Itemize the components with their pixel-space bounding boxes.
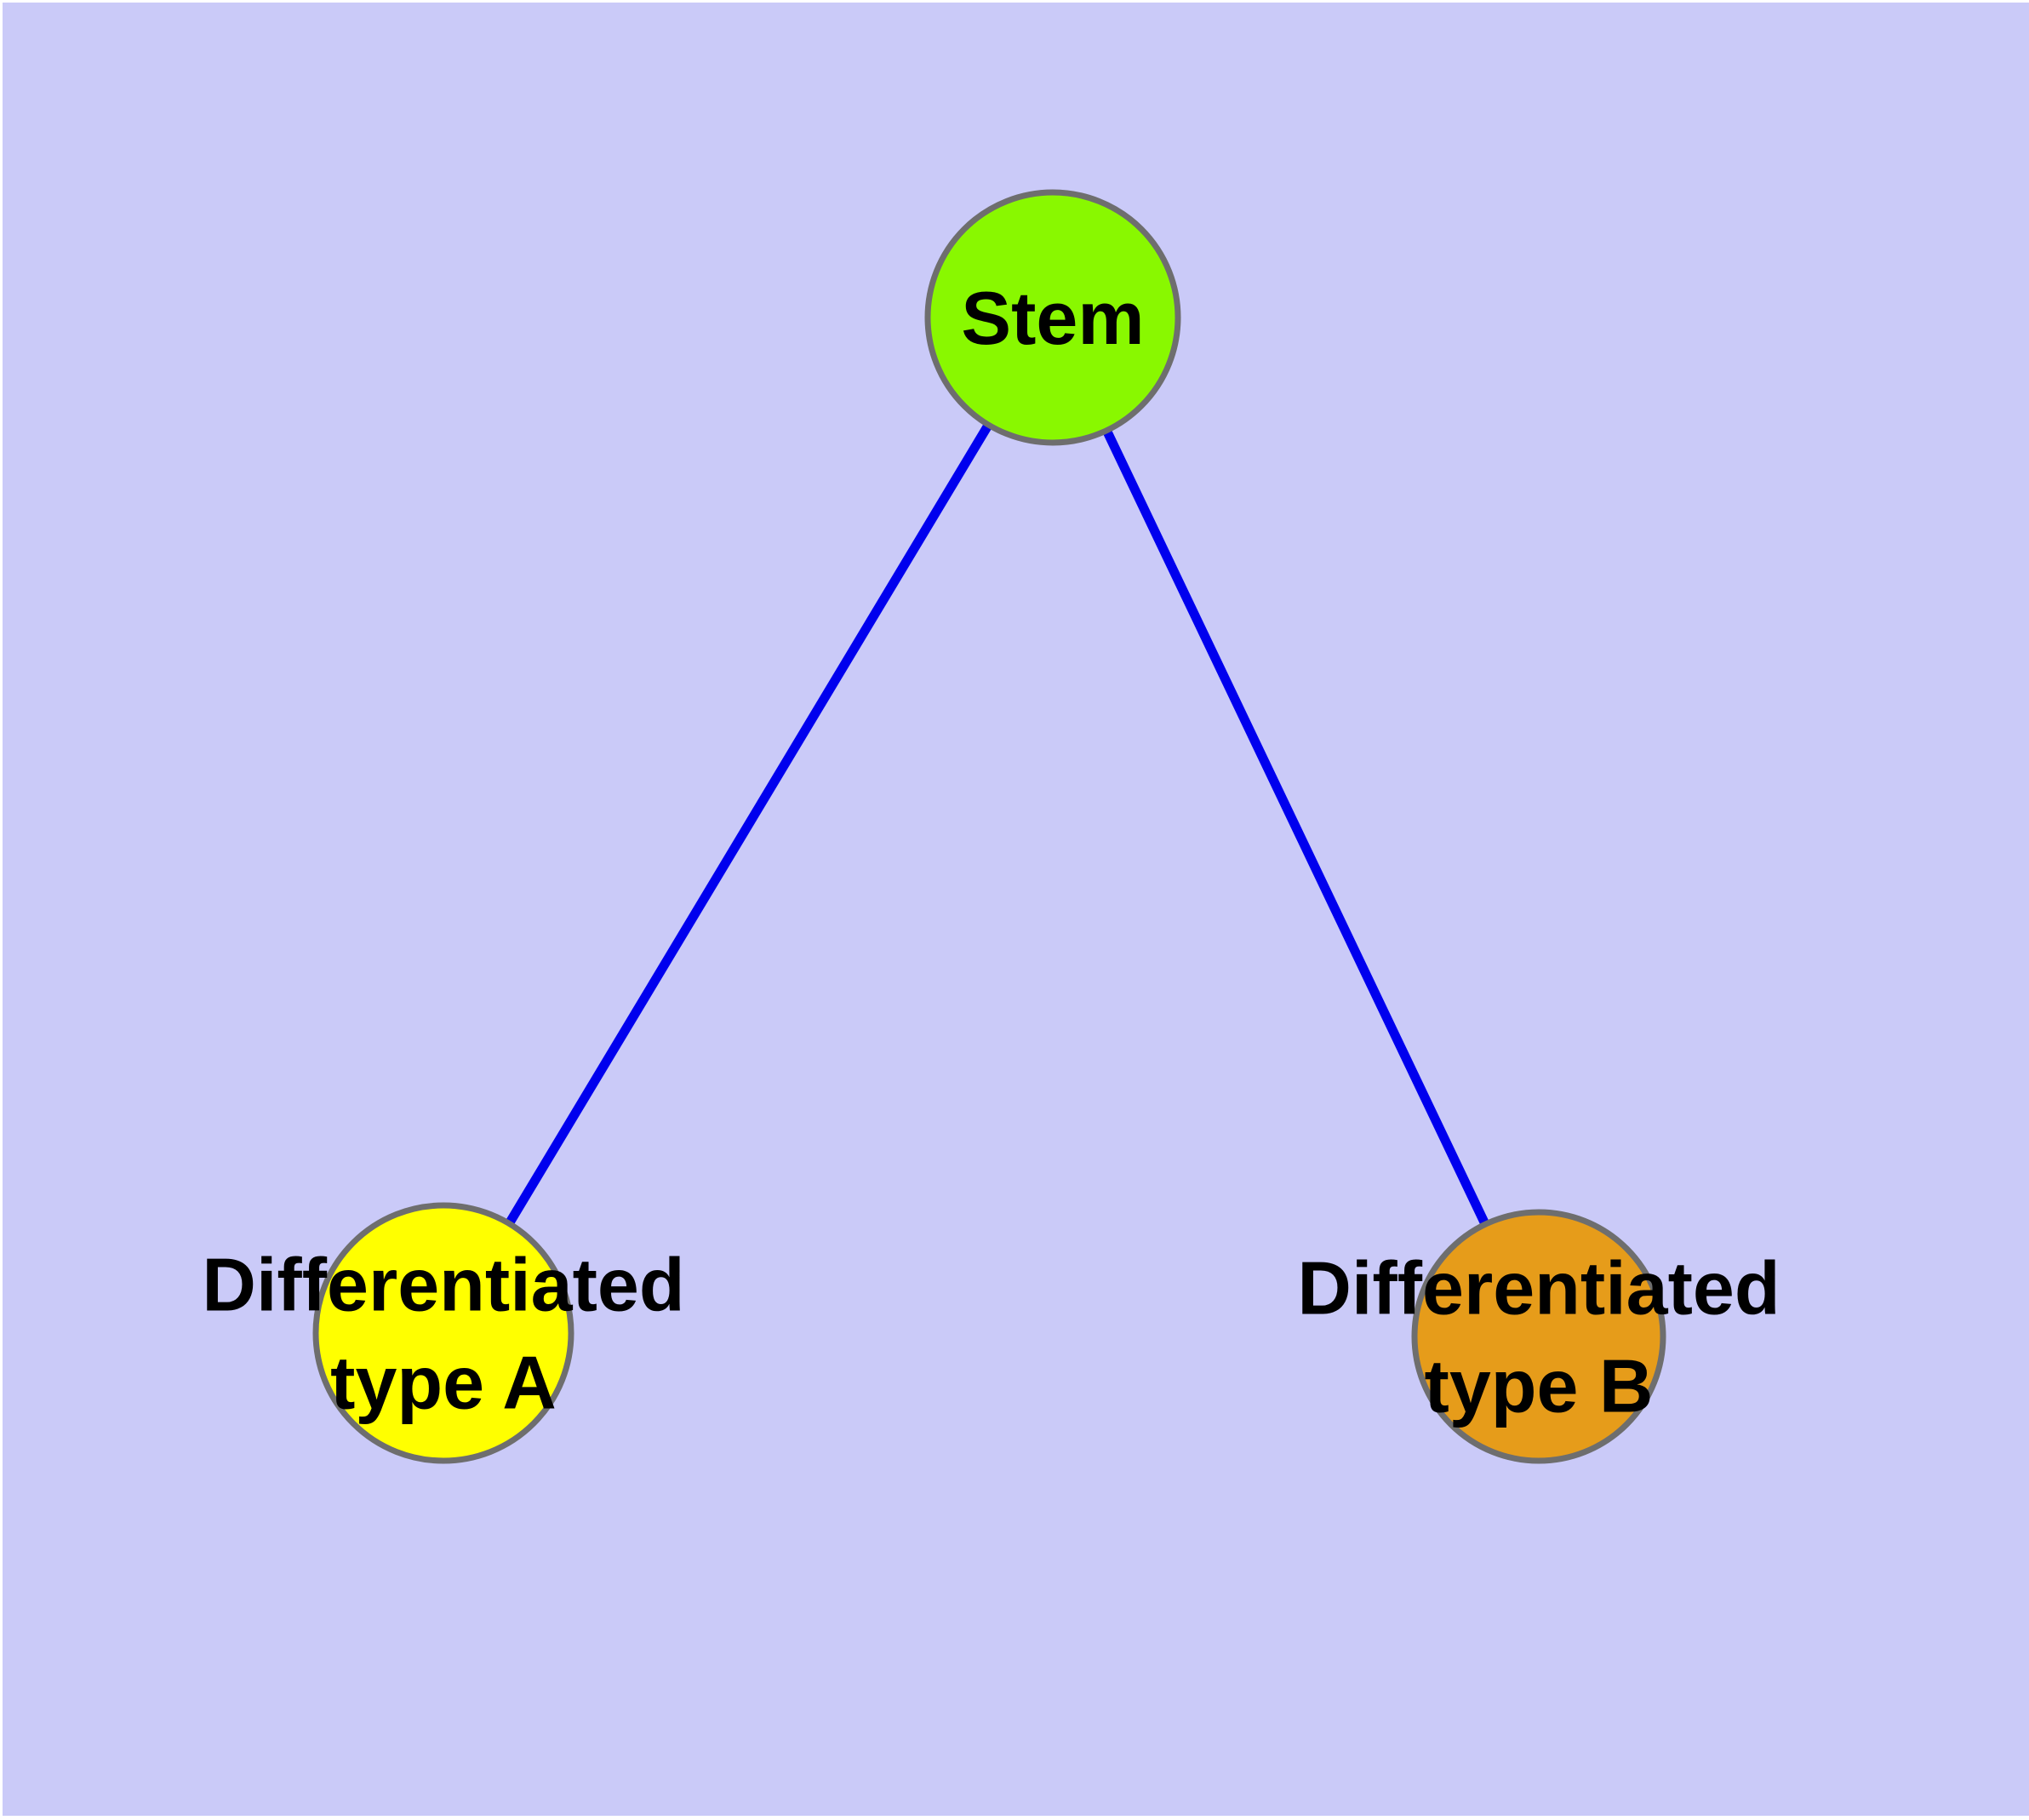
node-label-line: Stem (961, 276, 1144, 360)
node-circle-stem (924, 189, 1181, 446)
edge-stem-to-differentiated-type-a (439, 315, 1057, 1336)
node-label-line: Differentiated (202, 1243, 684, 1327)
node-label-differentiated-type-a: Differentiated type A (202, 1243, 684, 1425)
node-differentiated-type-b: Differentiated type B (1297, 1209, 1780, 1464)
node-label-line: Differentiated (1297, 1246, 1780, 1331)
node-label-line: type A (330, 1341, 557, 1425)
edge-stem-to-differentiated-type-b (1049, 315, 1543, 1339)
node-label-differentiated-type-b: Differentiated type B (1297, 1246, 1780, 1428)
node-differentiated-type-a: Differentiated type A (202, 1202, 685, 1464)
node-circle-differentiated-type-b (1411, 1209, 1666, 1464)
node-stem: Stem (924, 189, 1181, 446)
edges-layer (439, 315, 1543, 1339)
node-label-stem: Stem (961, 276, 1144, 360)
node-label-line: type B (1425, 1344, 1654, 1428)
node-circle-differentiated-type-a (312, 1202, 574, 1464)
